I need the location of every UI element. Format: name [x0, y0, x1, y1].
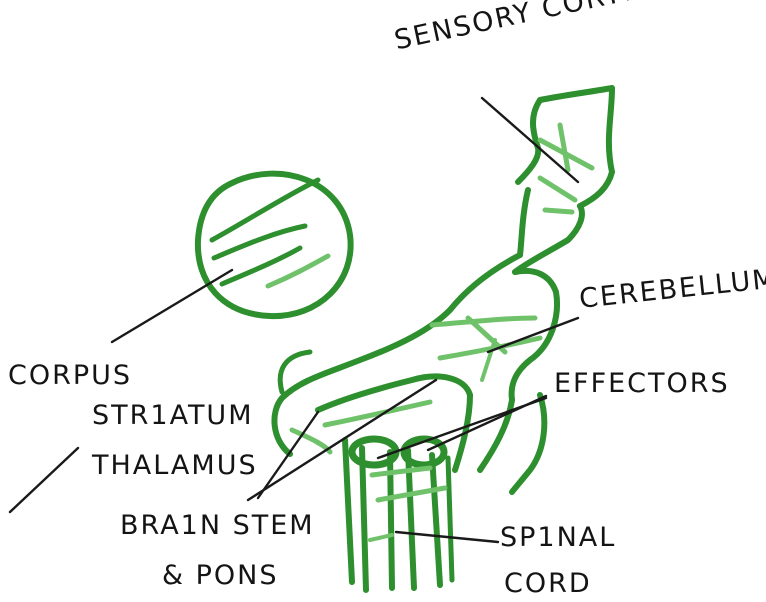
label-effectors: EFFECTORS	[554, 370, 730, 397]
label-striatum: STR1ATUM	[92, 402, 254, 429]
label-spinal: SP1NAL	[500, 524, 616, 551]
label-thalamus: THALAMUS	[92, 452, 258, 479]
label-corpus: CORPUS	[8, 362, 132, 389]
label-and-pons: & PONS	[162, 562, 279, 589]
sensory-cortices-shape	[515, 88, 612, 272]
label-cord: CORD	[504, 570, 592, 597]
corpus-striatum-shape	[198, 174, 351, 316]
label-brain-stem: BRA1N STEM	[120, 512, 315, 539]
